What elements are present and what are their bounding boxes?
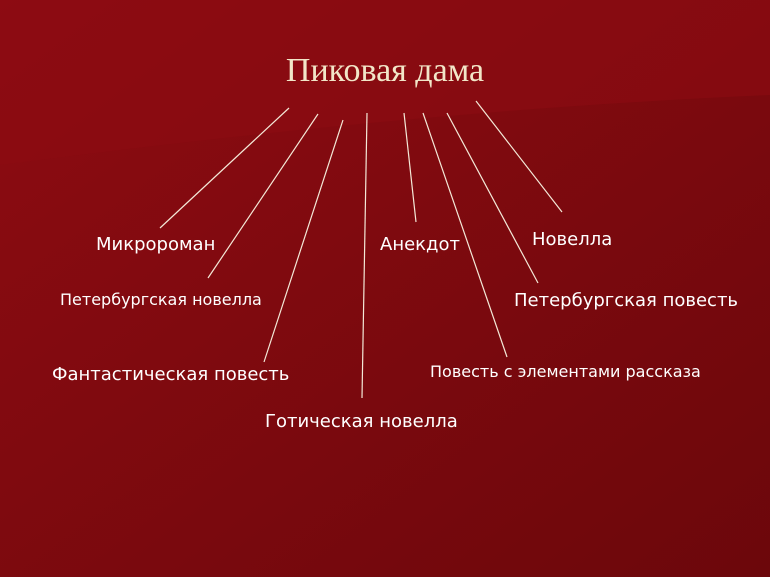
label-mikroroman: Микророман: [96, 234, 216, 255]
line-peterburg-novella: [207, 113, 319, 279]
label-peterburg-novella: Петербургская новелла: [60, 290, 262, 309]
line-anekdot: [403, 112, 417, 223]
label-gotic-novella: Готическая новелла: [265, 411, 458, 432]
line-fantastic-povest: [263, 119, 344, 363]
slide-title: Пиковая дама: [285, 52, 485, 89]
label-povest-elements: Повесть с элементами рассказа: [430, 362, 701, 381]
line-peterburg-povest: [446, 112, 539, 284]
label-peterburg-povest: Петербургская повесть: [514, 290, 739, 311]
label-anekdot: Анекдот: [380, 234, 460, 255]
line-novella: [475, 100, 563, 213]
line-povest-elements: [422, 112, 508, 358]
label-novella: Новелла: [532, 229, 613, 250]
line-gotic-novella: [361, 112, 368, 399]
label-fantastic-povest: Фантастическая повесть: [52, 364, 290, 385]
line-mikroroman: [159, 107, 290, 229]
